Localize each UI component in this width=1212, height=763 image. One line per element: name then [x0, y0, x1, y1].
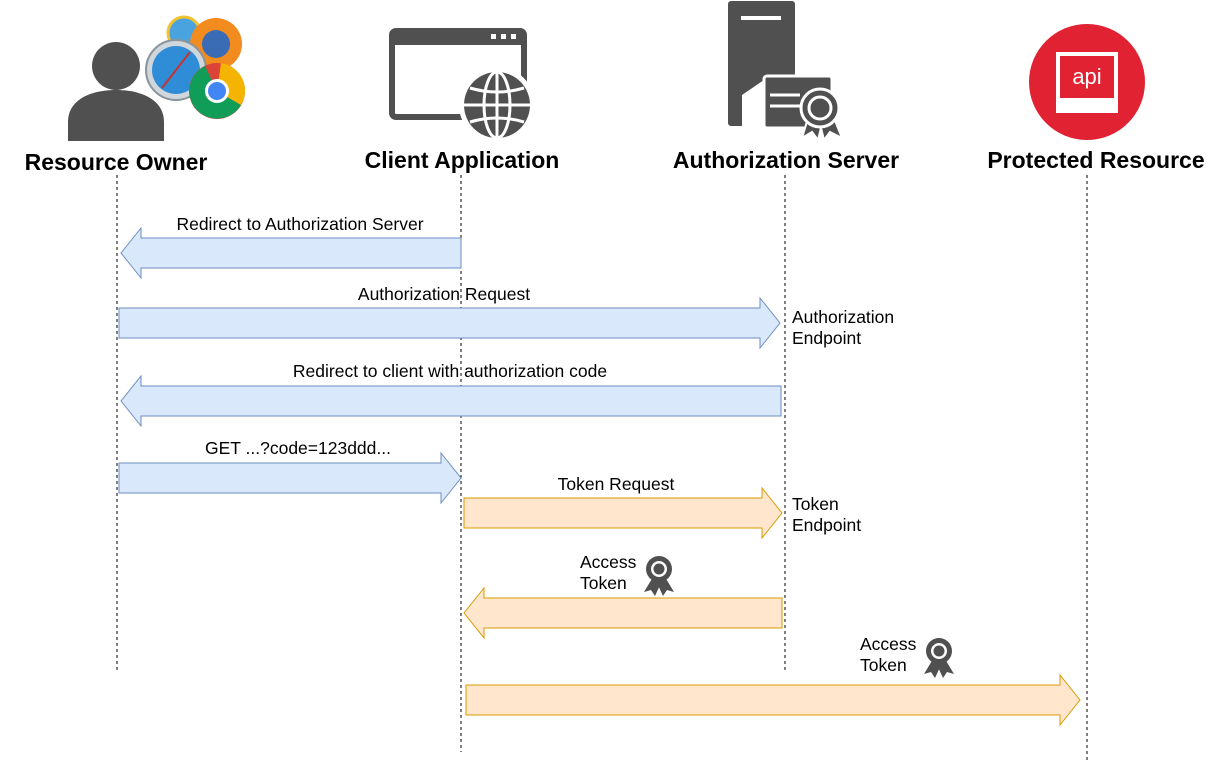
actor-title-resource-owner: Resource Owner: [25, 149, 208, 175]
actor-title-protected-resource: Protected Resource: [987, 147, 1204, 173]
server-certificate-icon: [728, 1, 844, 143]
user-with-browsers-icon: [68, 15, 246, 141]
arrow-token-request: [463, 486, 783, 540]
award-ribbon-icon: [924, 638, 954, 678]
label-token-request: Token Request: [558, 474, 675, 494]
arrow-access-token-return: [463, 586, 783, 640]
lifelines: [116, 175, 1088, 762]
api-icon-label: api: [1072, 64, 1101, 89]
label-line: Authorization: [792, 307, 894, 327]
browser-window-globe-icon: [389, 28, 535, 143]
api-icon: api: [1029, 24, 1145, 140]
label-get-code: GET ...?code=123ddd...: [205, 438, 391, 458]
label-line: Token: [792, 494, 839, 514]
arrow-redirect-to-authorization-server: [120, 226, 462, 280]
label-line: Access: [860, 634, 917, 654]
label-redirect-to-authorization-server: Redirect to Authorization Server: [176, 214, 423, 234]
arrow-authorization-request: [118, 296, 781, 350]
label-redirect-with-code: Redirect to client with authorization co…: [293, 361, 607, 381]
label-line: Endpoint: [792, 515, 861, 535]
arrow-redirect-with-code: [120, 374, 782, 428]
actor-title-authorization-server: Authorization Server: [673, 147, 899, 173]
actor-title-client-application: Client Application: [365, 147, 560, 173]
label-line: Token: [860, 655, 907, 675]
label-line: Access: [580, 552, 637, 572]
arrow-get-code: [118, 451, 462, 505]
label-authorization-request: Authorization Request: [358, 284, 530, 304]
arrow-access-token-to-resource: [465, 673, 1081, 727]
label-line: Endpoint: [792, 328, 861, 348]
award-ribbon-icon: [644, 556, 674, 596]
label-line: Token: [580, 573, 627, 593]
